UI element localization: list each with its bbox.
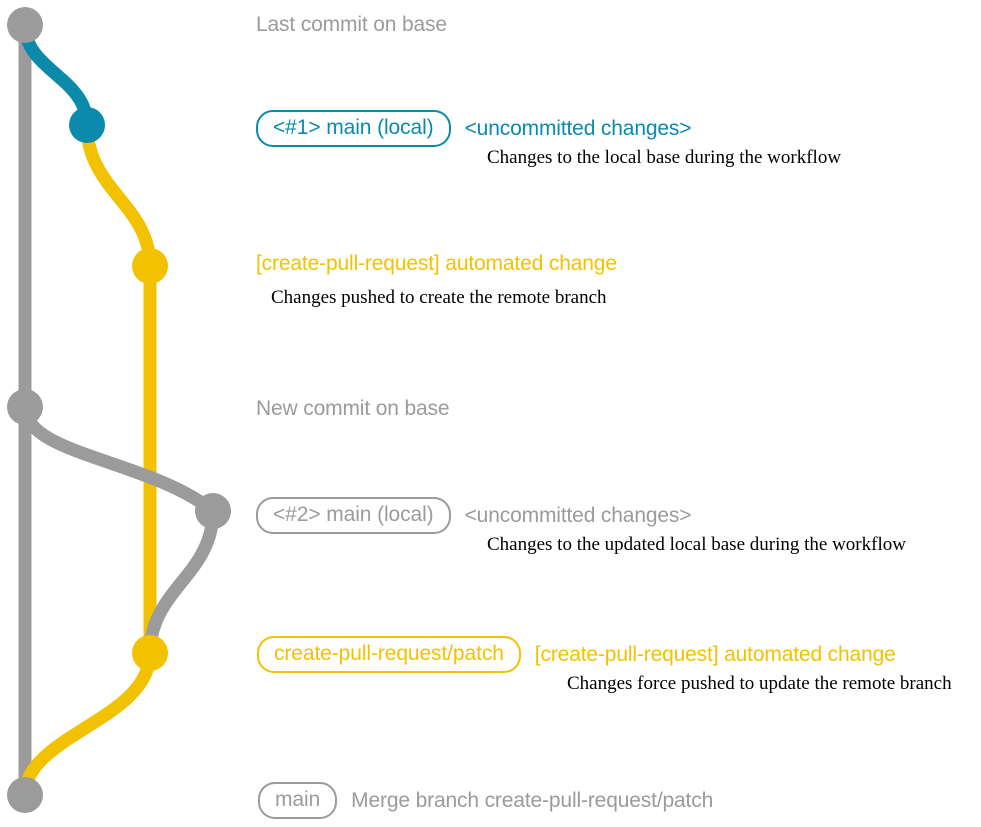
entry-headline: <uncommitted changes> [464, 116, 692, 140]
entry-headline: [create-pull-request] automated change [534, 642, 896, 666]
commit-node-base-head[interactable] [7, 7, 43, 43]
ref-pill-main[interactable]: main [258, 782, 338, 819]
entry-headline: Merge branch create-pull-request/patch [351, 788, 714, 812]
entry-headline: New commit on base [256, 397, 450, 420]
ref-pill-local-1[interactable]: <#1> main (local) [256, 110, 451, 147]
entry-headline: [create-pull-request] automated change [256, 252, 617, 275]
commit-node-base-new[interactable] [7, 389, 43, 425]
edge-local-2-to-remote-force [143, 504, 220, 660]
commit-node-local-1[interactable] [69, 107, 105, 143]
entry-headline: Last commit on base [256, 13, 447, 36]
commit-node-remote-force[interactable] [132, 635, 168, 671]
entry-subtext: Changes pushed to create the remote bran… [271, 287, 607, 308]
ref-pill-local-2[interactable]: <#2> main (local) [256, 497, 451, 534]
entry-subtext: Changes to the updated local base during… [487, 534, 906, 555]
entry-headline: <uncommitted changes> [464, 503, 692, 527]
commit-graph [7, 7, 231, 813]
edge-remote-force-to-base-merge [18, 646, 157, 802]
entry-subtext: Changes force pushed to update the remot… [567, 673, 952, 694]
ref-pill-create-pull-request-patch[interactable]: create-pull-request/patch [257, 636, 521, 673]
entry-subtext: Changes to the local base during the wor… [487, 147, 842, 168]
commit-node-local-2[interactable] [195, 493, 231, 529]
commit-node-base-merge[interactable] [7, 777, 43, 813]
edge-local-1-to-remote-create [80, 118, 157, 273]
commit-node-remote-create[interactable] [132, 248, 168, 284]
